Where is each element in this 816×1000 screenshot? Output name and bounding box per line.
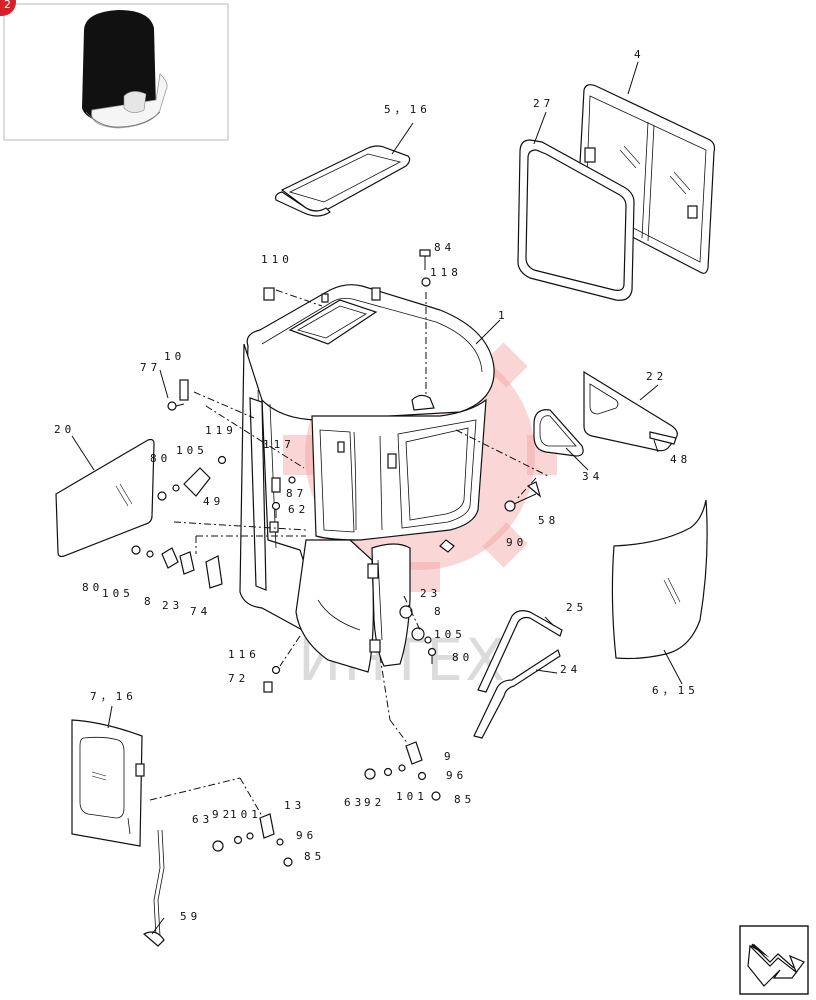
callout-label: 23 — [162, 599, 183, 612]
callout-label: 105 — [434, 628, 466, 641]
callout-label: 84 — [434, 241, 455, 254]
callout-label: 74 — [190, 605, 211, 618]
callout-label: 92 — [212, 808, 233, 821]
svg-text:2: 2 — [4, 0, 11, 11]
cab-main-body — [239, 284, 495, 673]
callout-label: 92 — [364, 796, 385, 809]
page-badge: 2 — [0, 0, 16, 16]
next-page-arrow-icon[interactable] — [739, 925, 809, 995]
callout-label: 5，16 — [384, 103, 431, 116]
door-rod — [142, 829, 165, 947]
thumbnail-inset[interactable] — [3, 3, 229, 141]
callout-label: 101 — [396, 790, 428, 803]
callout-label: 10 — [164, 350, 185, 363]
callout-label: 9 — [444, 750, 455, 763]
callout-label: 90 — [506, 536, 527, 549]
callout-label: 23 — [420, 587, 441, 600]
callout-label: 80 — [150, 452, 171, 465]
callout-label: 62 — [288, 503, 309, 516]
quarter-glass — [583, 370, 678, 452]
window-seal — [517, 139, 635, 301]
callout-label: 22 — [646, 370, 667, 383]
callout-label: 20 — [54, 423, 75, 436]
leader-lines — [71, 61, 683, 935]
callout-label: 7，16 — [90, 690, 137, 703]
callout-label: 80 — [82, 581, 103, 594]
callout-label: 101 — [230, 808, 262, 821]
callout-label: 85 — [454, 793, 475, 806]
callout-label: 96 — [296, 829, 317, 842]
callout-label: 85 — [304, 850, 325, 863]
callout-label: 6，15 — [652, 684, 699, 697]
right-curved-glass — [611, 499, 708, 660]
callout-label: 63 — [344, 796, 365, 809]
roof-panel — [275, 145, 411, 217]
callout-label: 25 — [566, 601, 587, 614]
callout-label: 110 — [261, 253, 293, 266]
callout-label: 34 — [582, 470, 603, 483]
left-side-glass — [55, 438, 155, 558]
callout-label: 87 — [286, 487, 307, 500]
callout-label: 48 — [670, 453, 691, 466]
quarter-seal — [533, 409, 584, 457]
callout-label: 105 — [176, 444, 208, 457]
callout-label: 49 — [203, 495, 224, 508]
callout-label: 8 — [434, 605, 445, 618]
door-panel — [71, 719, 145, 847]
callout-label: 80 — [452, 651, 473, 664]
callout-label: 1 — [498, 309, 509, 322]
guide-rail-seals — [473, 610, 563, 739]
callout-labels: 5，16 4 27 84 118 110 1 10 77 22 20 119 1… — [54, 48, 699, 923]
callout-label: 8 — [144, 595, 155, 608]
callout-label: 63 — [192, 813, 213, 826]
callout-label: 118 — [430, 266, 462, 279]
callout-label: 96 — [446, 769, 467, 782]
callout-label: 119 — [205, 424, 237, 437]
callout-label: 4 — [634, 48, 645, 61]
callout-label: 117 — [263, 438, 295, 451]
callout-label: 13 — [284, 799, 305, 812]
fasteners — [131, 249, 542, 867]
callout-label: 77 — [140, 361, 161, 374]
callout-label: 59 — [180, 910, 201, 923]
callout-label: 116 — [228, 648, 260, 661]
callout-label: 27 — [533, 97, 554, 110]
callout-label: 105 — [102, 587, 134, 600]
callout-label: 72 — [228, 672, 249, 685]
callout-label: 58 — [538, 514, 559, 527]
callout-label: 24 — [560, 663, 581, 676]
